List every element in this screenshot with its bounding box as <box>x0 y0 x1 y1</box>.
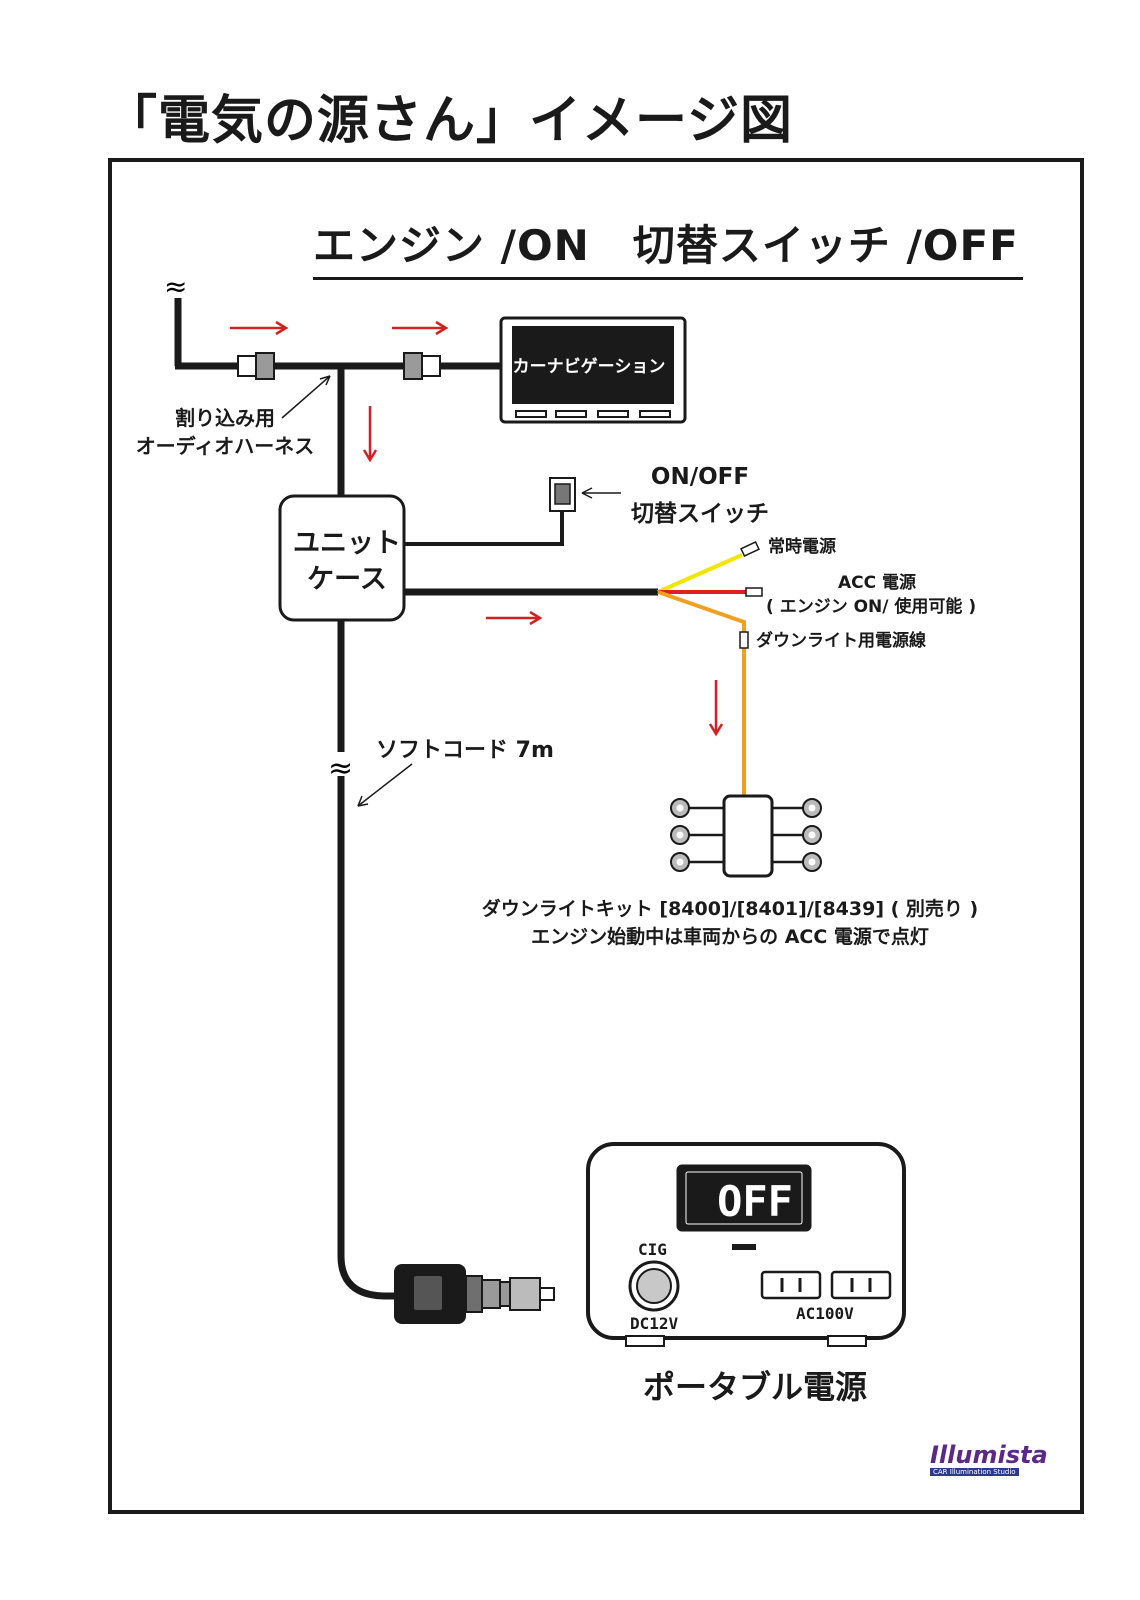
soft-cord-label: ソフトコード 7m <box>376 738 554 763</box>
switch-label-line1: ON/OFF <box>650 464 750 490</box>
flow-arrow-right-icon <box>486 610 543 626</box>
unit-case-label-line1: ユニット <box>293 528 401 559</box>
tap-harness-label-line2: オーディオハーネス <box>135 434 315 458</box>
flow-arrow-right-icon <box>230 320 289 336</box>
soft-cord-wire <box>337 620 400 1300</box>
downlight-wire-label: ダウンライト用電源線 <box>756 631 926 651</box>
dc-label: DC12V <box>630 1314 679 1333</box>
vehicle-harness: ≈ <box>164 270 500 380</box>
downlight-kit-label-line1: ダウンライトキット [8400]/[8401]/[8439] ( 別売り ) <box>481 898 979 920</box>
soft-cord-pointer <box>357 763 413 807</box>
unit-case-label: ユニット ケース <box>282 526 412 598</box>
tap-harness-label-line1: 割り込み用 <box>175 406 275 430</box>
diagram-frame <box>108 158 1084 1514</box>
page-title: 「電気の源さん」イメージ図 <box>105 91 793 151</box>
downlight-power-wire <box>657 590 746 800</box>
flow-arrows <box>230 320 724 737</box>
constant-power-label: 常時電源 <box>768 537 836 557</box>
mode-heading: エンジン /ON 切替スイッチ /OFF <box>313 212 1023 280</box>
constant-wire-terminal-icon <box>740 540 760 558</box>
downlight-kit-label-line2: エンジン始動中は車両からの ACC 電源で点灯 <box>531 926 929 948</box>
switch-label-line2: 切替スイッチ <box>631 501 769 527</box>
break-mark-icon: ≈ <box>164 270 187 303</box>
downlight-kit-icon <box>670 794 822 878</box>
car-navigation-unit <box>499 316 687 424</box>
flow-arrow-down-icon <box>362 406 378 463</box>
unit-case-label-line2: ケース <box>307 564 387 595</box>
unit-case-box <box>278 494 406 622</box>
harness-pointer <box>281 375 331 419</box>
cord-break-icon: ≈ <box>328 751 353 786</box>
downlight-wire-terminal-icon <box>739 631 749 649</box>
flow-arrow-right-icon <box>392 320 449 336</box>
power-display-readout: OFF <box>717 1177 793 1226</box>
portable-power-label: ポータブル電源 <box>642 1368 867 1406</box>
acc-power-note: ( エンジン ON/ 使用可能 ) <box>766 597 977 617</box>
switch-wire <box>404 510 564 546</box>
harness-connector-left-icon <box>237 352 275 380</box>
portable-power-unit <box>586 1142 906 1347</box>
cigarette-plug-icon <box>394 1264 555 1324</box>
car-navigation-label: カーナビゲーション <box>512 357 666 377</box>
flow-arrow-down-icon <box>708 680 724 737</box>
ac-label: AC100V <box>796 1304 854 1323</box>
ac-outlet-right-icon <box>830 1270 892 1300</box>
ac-outlet-left-icon <box>760 1270 822 1300</box>
cig-label: CIG <box>638 1240 667 1259</box>
illumista-tagline: CAR Illumination Studio <box>930 1468 1019 1476</box>
constant-power-wire <box>657 553 743 594</box>
acc-power-label: ACC 電源 <box>838 573 917 593</box>
illumista-logo: Illumista <box>930 1441 1048 1469</box>
on-off-switch-icon <box>549 477 576 512</box>
harness-connector-right-icon <box>403 352 441 380</box>
acc-wire-terminal-icon <box>745 587 763 597</box>
